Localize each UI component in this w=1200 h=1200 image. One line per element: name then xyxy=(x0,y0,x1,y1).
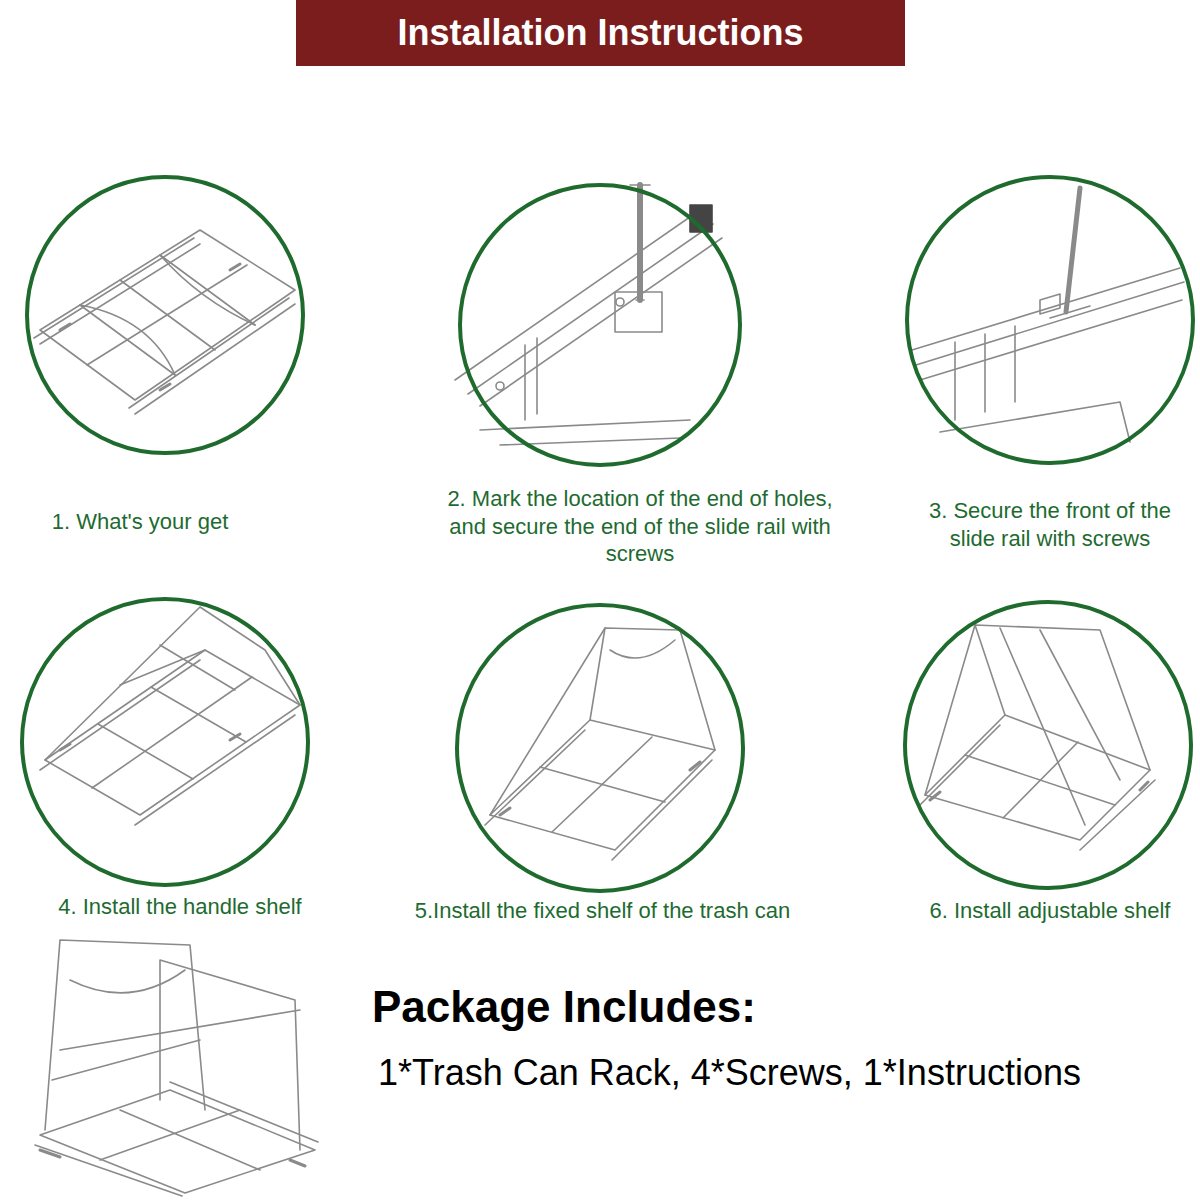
sketch-line xyxy=(80,255,255,375)
step-circle: 2. Mark the location of the end of holes… xyxy=(458,183,742,467)
sketch-line xyxy=(616,298,624,306)
package-contents: 1*Trash Can Rack, 4*Screws, 1*Instructio… xyxy=(378,1052,1081,1094)
sketch-line xyxy=(45,650,300,815)
title-text: Installation Instructions xyxy=(397,12,803,54)
step-caption: 1. What's your get xyxy=(20,508,260,536)
sketch-line xyxy=(485,730,712,860)
sketch-line xyxy=(485,628,715,860)
step-circle: 5.Install the fixed shelf of the trash c… xyxy=(455,603,745,893)
sketch-line xyxy=(637,185,643,300)
circle-outline-svg xyxy=(905,175,1195,465)
sketch-line xyxy=(630,185,650,300)
sketch-line xyxy=(965,742,1115,818)
sketch-line xyxy=(34,238,200,344)
circle-outline-svg xyxy=(20,597,310,887)
sketch-line xyxy=(1050,306,1090,318)
circle-outline xyxy=(905,602,1191,888)
circle-outline-svg xyxy=(903,600,1193,890)
sketch-line xyxy=(490,720,715,850)
sketch-line xyxy=(35,940,318,1196)
sketch-line xyxy=(912,188,1184,442)
circle-outline-svg xyxy=(458,183,742,467)
sketch-line xyxy=(40,607,300,825)
sketch-line xyxy=(92,677,252,788)
sketch-line xyxy=(40,1090,315,1193)
circle-outline xyxy=(457,605,743,891)
sketch-line xyxy=(80,255,255,375)
circle-outline xyxy=(907,177,1193,463)
sketch-line xyxy=(540,737,665,832)
sketch-line xyxy=(35,1082,318,1196)
sketch-line xyxy=(1000,628,1120,825)
sketch-line xyxy=(120,645,235,690)
sketch-line xyxy=(52,1010,300,1170)
circle-outline-svg xyxy=(25,175,305,455)
sketch-line xyxy=(590,628,715,750)
sketch-line xyxy=(40,660,295,825)
sketch-line xyxy=(912,268,1184,380)
sketch-line xyxy=(1066,188,1080,312)
sketch-line xyxy=(40,1150,305,1166)
sketch-line xyxy=(160,960,300,1150)
step-caption: 2. Mark the location of the end of holes… xyxy=(440,485,840,568)
step-circle: 6. Install adjustable shelf xyxy=(903,600,1193,890)
sketch-line xyxy=(975,625,1150,770)
sketch-line xyxy=(610,640,675,658)
sketch-line xyxy=(500,762,700,815)
sketch-line xyxy=(955,326,1015,420)
sketch-line xyxy=(1040,294,1060,314)
circle-outline xyxy=(22,599,308,885)
sketch-line xyxy=(455,210,722,406)
circle-outline xyxy=(460,185,740,465)
sketch-line xyxy=(34,230,295,414)
step-circle: 3. Secure the front of the slide rail wi… xyxy=(905,175,1195,465)
sketch-line xyxy=(70,970,185,993)
sketch-line xyxy=(920,725,1155,850)
sketch-line xyxy=(129,298,295,414)
sketch-line xyxy=(525,338,537,420)
step-circle: 4. Install the handle shelf xyxy=(20,597,310,887)
sketch-line xyxy=(45,607,300,760)
circle-outline-svg xyxy=(455,603,745,893)
sketch-line xyxy=(455,185,722,445)
sketch-line xyxy=(490,628,605,815)
sketch-line xyxy=(60,734,240,750)
sketch-line xyxy=(920,625,1155,850)
step-caption: 5.Install the fixed shelf of the trash c… xyxy=(380,897,825,925)
sketch-line xyxy=(45,940,205,1130)
step-circle: 1. What's your get xyxy=(25,175,305,455)
step-caption: 3. Secure the front of the slide rail wi… xyxy=(905,497,1195,552)
sketch-line xyxy=(930,782,1148,800)
sketch-line xyxy=(925,715,1150,840)
sketch-line xyxy=(496,382,504,390)
title-banner: Installation Instructions xyxy=(296,0,905,66)
step-caption: 6. Install adjustable shelf xyxy=(905,897,1195,925)
circle-outline xyxy=(27,177,303,453)
sketch-line xyxy=(925,625,975,795)
step-caption: 4. Install the handle shelf xyxy=(20,893,340,921)
sketch-line xyxy=(60,264,240,390)
package-heading: Package Includes: xyxy=(372,982,756,1032)
sketch-line xyxy=(615,292,662,332)
